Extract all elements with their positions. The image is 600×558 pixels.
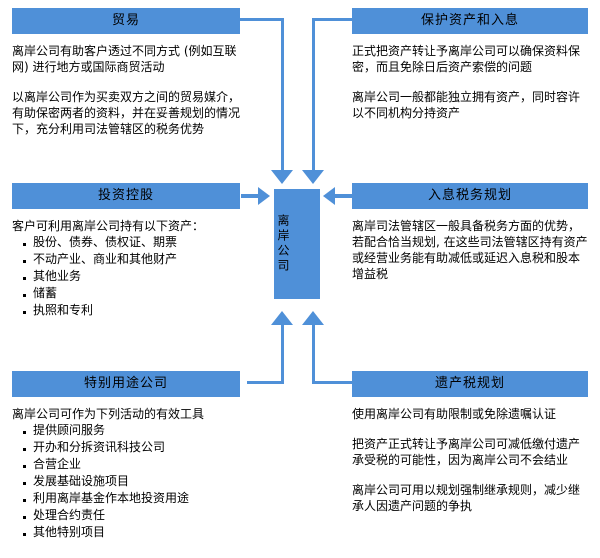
panel-asset-protection-title: 保护资产和入息 (352, 8, 588, 34)
central-node-label: 离岸公司 (276, 214, 290, 274)
panel-trade-body: 离岸公司有助客户透过不同方式 (例如互联网) 进行地方或国际商贸活动 以离岸公司… (12, 34, 240, 137)
connector-estate-tax-horizontal (312, 381, 352, 384)
panel-investment-holding: 投资控股 客户可利用离岸公司持有以下资产： 股份、债券、债权证、期票 不动产业、… (12, 183, 240, 319)
connector-trade-vertical (281, 18, 284, 170)
list-item: 处理合约责任 (22, 507, 240, 524)
panel-trade-paragraph-1: 离岸公司有助客户透过不同方式 (例如互联网) 进行地方或国际商贸活动 (12, 44, 237, 74)
panel-income-tax-planning-body: 离岸司法管辖区一般具备税务方面的优势，若配合恰当规划, 在这些司法管辖区持有资产… (352, 209, 588, 282)
panel-estate-tax-planning-paragraph-3: 离岸公司可用以规划强制继承规则，减少继承人因遗产问题的争执 (352, 483, 581, 513)
list-item: 储蓄 (22, 285, 240, 302)
investment-holding-list: 股份、债券、债权证、期票 不动产业、商业和其他财产 其他业务 储蓄 执照和专利 (12, 234, 240, 319)
connector-asset-protection-horizontal (312, 18, 354, 21)
panel-special-purpose: 特别用途公司 离岸公司可作为下列活动的有效工具 提供顾问服务 开办和分拆资讯科技… (12, 371, 240, 541)
connector-investment-holding-arrowhead-icon (258, 187, 270, 205)
connector-special-purpose-horizontal (247, 381, 284, 384)
connector-income-tax-arrowhead-icon (323, 187, 335, 205)
panel-income-tax-planning-title: 入息税务规划 (352, 183, 588, 209)
list-item: 发展基础设施项目 (22, 473, 240, 490)
list-item: 执照和专利 (22, 302, 240, 319)
connector-trade-horizontal (240, 18, 284, 21)
panel-estate-tax-planning-paragraph-1: 使用离岸公司有助限制或免除遗嘱认证 (352, 407, 557, 421)
connector-asset-protection-vertical (312, 18, 315, 170)
panel-trade: 贸易 离岸公司有助客户透过不同方式 (例如互联网) 进行地方或国际商贸活动 以离… (12, 8, 240, 137)
special-purpose-list: 提供顾问服务 开办和分拆资讯科技公司 合营企业 发展基础设施项目 利用离岸基金作… (12, 422, 240, 541)
panel-special-purpose-intro: 离岸公司可作为下列活动的有效工具 (12, 407, 205, 421)
panel-trade-title: 贸易 (12, 8, 240, 34)
list-item: 开办和分拆资讯科技公司 (22, 439, 240, 456)
panel-income-tax-planning-paragraph-1: 离岸司法管辖区一般具备税务方面的优势，若配合恰当规划, 在这些司法管辖区持有资产… (352, 219, 588, 281)
connector-special-purpose-vertical (281, 325, 284, 384)
central-node-offshore-company: 离岸公司 (274, 189, 320, 299)
list-item: 合营企业 (22, 456, 240, 473)
connector-special-purpose-arrowhead-icon (271, 311, 293, 325)
panel-special-purpose-title: 特别用途公司 (12, 371, 240, 397)
connector-investment-holding-line (241, 194, 259, 198)
connector-estate-tax-vertical (312, 325, 315, 384)
connector-asset-protection-arrowhead-icon (302, 170, 324, 184)
panel-asset-protection: 保护资产和入息 正式把资产转让予离岸公司可以确保资料保密，而且免除日后资产索偿的… (352, 8, 588, 121)
list-item: 股份、债券、债权证、期票 (22, 234, 240, 251)
panel-investment-holding-intro: 客户可利用离岸公司持有以下资产： (12, 219, 205, 233)
panel-estate-tax-planning-body: 使用离岸公司有助限制或免除遗嘱认证 把资产正式转让予离岸公司可减低缴付遗产承受税… (352, 397, 588, 514)
connector-estate-tax-arrowhead-icon (302, 311, 324, 325)
panel-investment-holding-title: 投资控股 (12, 183, 240, 209)
list-item: 提供顾问服务 (22, 422, 240, 439)
panel-asset-protection-paragraph-1: 正式把资产转让予离岸公司可以确保资料保密，而且免除日后资产索偿的问题 (352, 44, 581, 74)
list-item: 利用离岸基金作本地投资用途 (22, 490, 240, 507)
panel-asset-protection-body: 正式把资产转让予离岸公司可以确保资料保密，而且免除日后资产索偿的问题 离岸公司一… (352, 34, 588, 121)
panel-trade-paragraph-2: 以离岸公司作为买卖双方之间的贸易媒介，有助保密两者的资料，并在妥善规划的情况下，… (12, 90, 241, 136)
panel-income-tax-planning: 入息税务规划 离岸司法管辖区一般具备税务方面的优势，若配合恰当规划, 在这些司法… (352, 183, 588, 282)
panel-estate-tax-planning-title: 遗产税规划 (352, 371, 588, 397)
list-item: 不动产业、商业和其他财产 (22, 251, 240, 268)
panel-special-purpose-body: 离岸公司可作为下列活动的有效工具 提供顾问服务 开办和分拆资讯科技公司 合营企业… (12, 397, 240, 541)
panel-investment-holding-body: 客户可利用离岸公司持有以下资产： 股份、债券、债权证、期票 不动产业、商业和其他… (12, 209, 240, 319)
connector-trade-arrowhead-icon (271, 170, 293, 184)
panel-estate-tax-planning: 遗产税规划 使用离岸公司有助限制或免除遗嘱认证 把资产正式转让予离岸公司可减低缴… (352, 371, 588, 514)
panel-estate-tax-planning-paragraph-2: 把资产正式转让予离岸公司可减低缴付遗产承受税的可能性，因为离岸公司不会结业 (352, 437, 581, 467)
connector-income-tax-line (335, 194, 353, 198)
list-item: 其他业务 (22, 268, 240, 285)
panel-asset-protection-paragraph-2: 离岸公司一般都能独立拥有资产，同时容许以不同机构分持资产 (352, 90, 581, 120)
list-item: 其他特别项目 (22, 524, 240, 541)
